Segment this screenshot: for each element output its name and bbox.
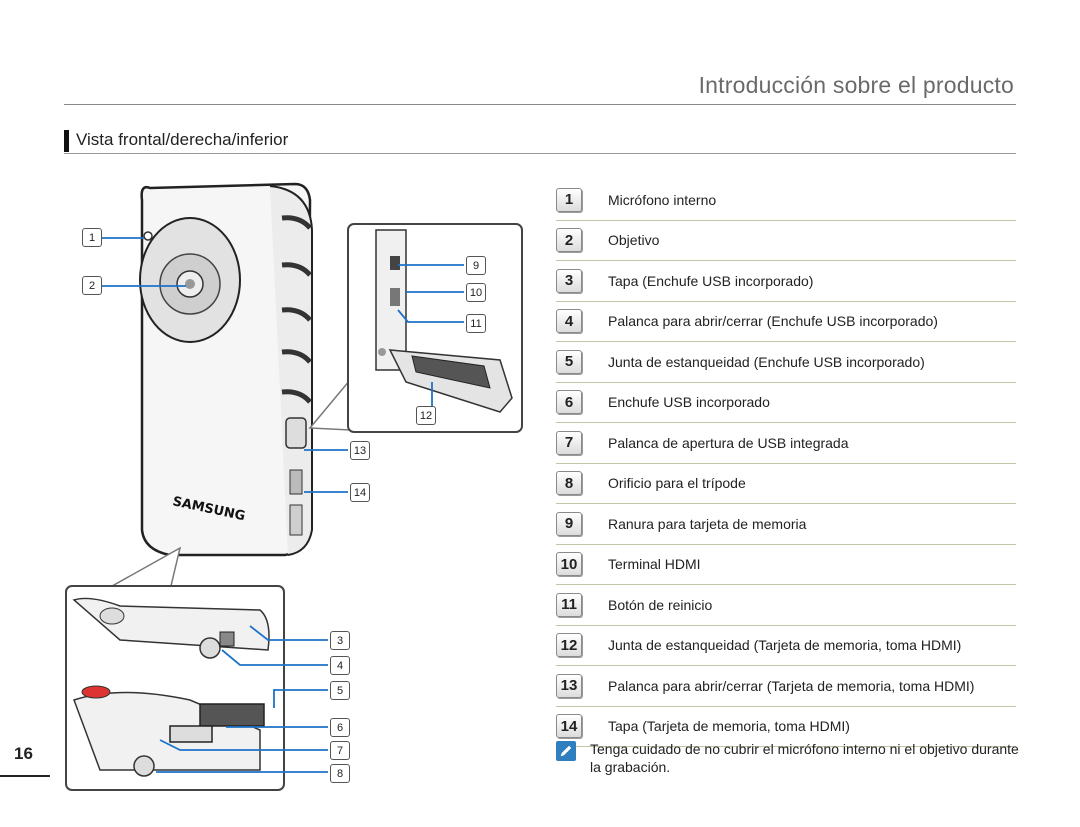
legend-item: 14 Tapa (Tarjeta de memoria, toma HDMI) (556, 707, 1016, 747)
legend-item: 5 Junta de estanqueidad (Enchufe USB inc… (556, 342, 1016, 383)
legend-number: 14 (556, 714, 582, 739)
callout-7: 7 (330, 741, 350, 760)
legend-item: 1 Micrófono interno (556, 180, 1016, 221)
camera-drawing: SAMSUNG (65, 182, 523, 791)
legend-number: 3 (556, 268, 582, 293)
note-pencil-icon (556, 741, 576, 761)
legend-item: 11 Botón de reinicio (556, 585, 1016, 626)
legend-label: Orificio para el trípode (608, 475, 746, 492)
legend-number: 12 (556, 633, 582, 658)
legend-label: Ranura para tarjeta de memoria (608, 515, 807, 532)
legend-label: Terminal HDMI (608, 556, 701, 573)
legend-item: 13 Palanca para abrir/cerrar (Tarjeta de… (556, 666, 1016, 707)
detail-zoom-top (308, 223, 523, 433)
legend-label: Palanca de apertura de USB integrada (608, 434, 849, 451)
detail-zoom-bottom (65, 546, 285, 791)
callout-2: 2 (82, 276, 102, 295)
legend-number: 9 (556, 511, 582, 536)
callout-lines (98, 237, 464, 773)
legend-label: Micrófono interno (608, 191, 717, 208)
legend-label: Objetivo (608, 232, 660, 249)
legend-number: 4 (556, 309, 582, 334)
legend-number: 6 (556, 390, 582, 415)
note-text: Tenga cuidado de no cubrir el micrófono … (590, 741, 1019, 775)
legend-item: 6 Enchufe USB incorporado (556, 383, 1016, 423)
callout-9: 9 (466, 256, 486, 275)
legend-number: 7 (556, 430, 582, 455)
legend-label: Junta de estanqueidad (Enchufe USB incor… (608, 353, 925, 370)
callout-11: 11 (466, 314, 486, 333)
legend-label: Palanca para abrir/cerrar (Tarjeta de me… (608, 677, 975, 694)
callout-12: 12 (416, 406, 436, 425)
callout-14: 14 (350, 483, 370, 502)
legend-number: 8 (556, 471, 582, 496)
legend-item: 4 Palanca para abrir/cerrar (Enchufe USB… (556, 302, 1016, 342)
camera-body: SAMSUNG (139, 182, 313, 557)
legend-number: 2 (556, 228, 582, 253)
legend-item: 8 Orificio para el trípode (556, 464, 1016, 504)
legend-label: Palanca para abrir/cerrar (Enchufe USB i… (608, 313, 938, 330)
parts-legend: 1 Micrófono interno 2 Objetivo 3 Tapa (E… (556, 180, 1016, 747)
legend-label: Tapa (Enchufe USB incorporado) (608, 272, 814, 289)
legend-item: 9 Ranura para tarjeta de memoria (556, 504, 1016, 545)
callout-6: 6 (330, 718, 350, 737)
legend-item: 12 Junta de estanqueidad (Tarjeta de mem… (556, 626, 1016, 666)
legend-number: 1 (556, 187, 582, 212)
legend-number: 13 (556, 673, 582, 698)
section-divider (64, 153, 1016, 154)
callout-4: 4 (330, 656, 350, 675)
legend-label: Enchufe USB incorporado (608, 394, 770, 411)
legend-item: 3 Tapa (Enchufe USB incorporado) (556, 261, 1016, 302)
legend-label: Junta de estanqueidad (Tarjeta de memori… (608, 637, 962, 654)
callout-5: 5 (330, 681, 350, 700)
legend-item: 10 Terminal HDMI (556, 545, 1016, 585)
camera-illustration: SAMSUNG (60, 170, 540, 805)
callout-10: 10 (466, 283, 486, 302)
legend-item: 2 Objetivo (556, 221, 1016, 261)
page-number-divider (0, 775, 50, 777)
callout-8: 8 (330, 764, 350, 783)
page-title: Introducción sobre el producto (698, 72, 1014, 98)
legend-number: 10 (556, 552, 582, 577)
legend-number: 11 (556, 592, 582, 617)
legend-item: 7 Palanca de apertura de USB integrada (556, 423, 1016, 464)
callout-1: 1 (82, 228, 102, 247)
legend-number: 5 (556, 349, 582, 374)
section-title: Vista frontal/derecha/inferior (76, 130, 289, 149)
usage-note: Tenga cuidado de no cubrir el micrófono … (556, 740, 1026, 776)
legend-label: Botón de reinicio (608, 596, 713, 613)
page-number: 16 (14, 744, 33, 763)
legend-label: Tapa (Tarjeta de memoria, toma HDMI) (608, 718, 850, 735)
title-divider (64, 104, 1016, 105)
callout-3: 3 (330, 631, 350, 650)
callout-13: 13 (350, 441, 370, 460)
section-marker (64, 130, 69, 152)
